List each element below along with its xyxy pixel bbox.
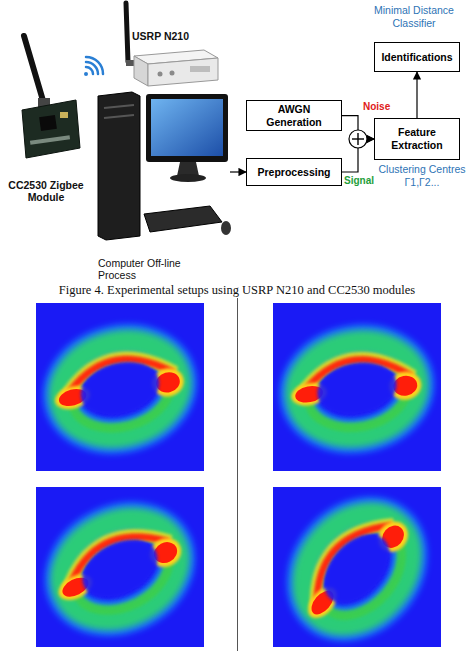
node-text: AWGN Generation xyxy=(250,103,338,128)
figure-caption: Figure 4. Experimental setups using USRP… xyxy=(4,283,470,298)
summing-junction xyxy=(349,130,367,148)
computer-block: Computer Off-line Process xyxy=(92,80,230,282)
usrp-device-photo xyxy=(126,3,218,86)
signal-arrow xyxy=(230,171,246,172)
process-box: Identifications xyxy=(374,42,460,72)
constellation-heatmap xyxy=(273,303,441,471)
node-text: Feature Extraction xyxy=(378,126,456,151)
signal-label: Signal xyxy=(343,175,375,187)
clustering-note: Clustering Centres Γ1,Γ2... xyxy=(378,163,466,188)
process-box: AWGN Generation xyxy=(246,100,342,131)
node-text: CC2530 Zigbee Module xyxy=(2,179,90,204)
constellation-heatmap xyxy=(260,477,452,651)
module-label-block: CC2530 Zigbee Module xyxy=(2,26,90,204)
node-text: Preprocessing xyxy=(258,166,331,179)
signal-arrow xyxy=(416,72,417,118)
divider-line xyxy=(237,298,238,651)
constellation-heatmap xyxy=(33,487,205,647)
computer-photo xyxy=(98,92,231,240)
constellation-heatmap xyxy=(36,303,204,471)
signal-label: Noise xyxy=(362,101,391,113)
process-box: Preprocessing xyxy=(246,158,342,186)
node-text: Computer Off-line Process xyxy=(98,257,182,282)
classifier-note: Minimal Distance Classifier xyxy=(360,4,468,29)
process-box: Feature Extraction xyxy=(374,118,460,160)
zigbee-module-photo xyxy=(22,36,80,158)
node-text: Identifications xyxy=(381,51,452,64)
node-text: USRP N210 xyxy=(132,30,189,43)
wifi-symbol xyxy=(84,57,103,76)
device-label-block: USRP N210 xyxy=(118,0,216,50)
